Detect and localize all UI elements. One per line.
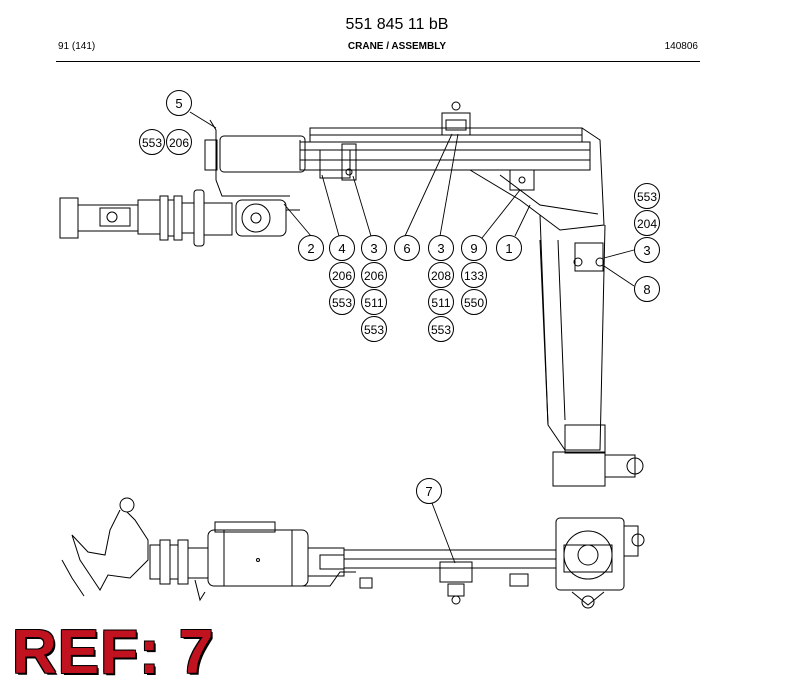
callout-550: 550: [461, 289, 487, 315]
page-number: 91 (141): [58, 41, 96, 52]
column-base-side-view: [555, 517, 645, 609]
callout-553: 553: [329, 289, 355, 315]
hydraulic-cylinder-top: [204, 119, 357, 197]
leader-lines: [189, 111, 635, 564]
lower-boom-side-view: [300, 549, 557, 605]
callout-2: 2: [298, 235, 324, 261]
callout-511: 511: [428, 289, 454, 315]
date-code: 140806: [664, 41, 698, 52]
callout-8: 8: [634, 276, 660, 302]
callout-1: 1: [496, 235, 522, 261]
callout-4: 4: [329, 235, 355, 261]
document-number: 551 845 11 bB: [345, 16, 449, 33]
rotator-assembly-top: [59, 189, 300, 247]
callout-133: 133: [461, 262, 487, 288]
callout-206: 206: [329, 262, 355, 288]
callout-204: 204: [634, 210, 660, 236]
section-title: CRANE / ASSEMBLY: [347, 41, 447, 52]
callout-553: 553: [428, 316, 454, 342]
callout-3: 3: [428, 235, 454, 261]
callout-9: 9: [461, 235, 487, 261]
callout-7: 7: [416, 478, 442, 504]
callout-553: 553: [139, 129, 165, 155]
callout-553: 553: [361, 316, 387, 342]
ref-stamp: REF: 7: [12, 618, 215, 687]
header-rule: [56, 61, 700, 62]
callout-208: 208: [428, 262, 454, 288]
cylinder-side-view: [207, 521, 345, 587]
callout-206: 206: [166, 129, 192, 155]
callout-511: 511: [361, 289, 387, 315]
callout-3: 3: [361, 235, 387, 261]
callout-553: 553: [634, 183, 660, 209]
callout-5: 5: [166, 90, 192, 116]
callout-206: 206: [361, 262, 387, 288]
vertical-column: [509, 169, 644, 487]
callout-3: 3: [634, 237, 660, 263]
callout-6: 6: [394, 235, 420, 261]
grapple-side-view: [61, 497, 209, 602]
